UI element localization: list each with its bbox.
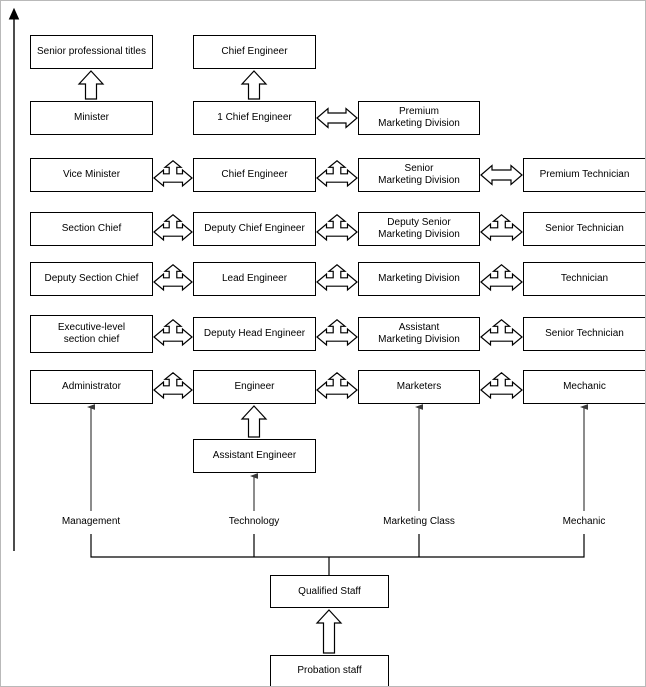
triple-branch-arrow-icon: [316, 372, 358, 400]
node-chief-engineer[interactable]: Chief Engineer: [193, 158, 316, 192]
node-assistant-engineer[interactable]: Assistant Engineer: [193, 439, 316, 473]
triple-branch-arrow-icon: [480, 214, 523, 242]
node-premium-marketing-division[interactable]: Premium Marketing Division: [358, 101, 480, 135]
node-senior-marketing-division[interactable]: Senior Marketing Division: [358, 158, 480, 192]
double-headed-arrow-icon: [316, 107, 358, 129]
triple-branch-arrow-icon: [153, 319, 193, 347]
block-arrow-up-icon: [240, 70, 268, 100]
node-minister[interactable]: Minister: [30, 101, 153, 135]
node-marketers[interactable]: Marketers: [358, 370, 480, 404]
triple-branch-arrow-icon: [153, 264, 193, 292]
triple-branch-arrow-icon: [480, 319, 523, 347]
node-section-chief[interactable]: Section Chief: [30, 212, 153, 246]
node-executive-level-section-chief[interactable]: Executive-level section chief: [30, 315, 153, 353]
node-chief-engineer-top[interactable]: Chief Engineer: [193, 35, 316, 69]
column-bracket: [90, 534, 585, 558]
node-qualified-staff[interactable]: Qualified Staff: [270, 575, 389, 608]
triple-branch-arrow-icon: [316, 214, 358, 242]
node-administrator[interactable]: Administrator: [30, 370, 153, 404]
node-probation-staff[interactable]: Probation staff: [270, 655, 389, 686]
node-deputy-chief-engineer[interactable]: Deputy Chief Engineer: [193, 212, 316, 246]
node-assistant-marketing-division[interactable]: Assistant Marketing Division: [358, 317, 480, 351]
node-lead-engineer[interactable]: Lead Engineer: [193, 262, 316, 296]
node-vice-minister[interactable]: Vice Minister: [30, 158, 153, 192]
rank-axis-arrowhead-icon: [8, 7, 20, 20]
node-senior-technician-2[interactable]: Senior Technician: [523, 317, 645, 351]
column-label-mechanic: Mechanic: [562, 516, 606, 527]
node-engineer[interactable]: Engineer: [193, 370, 316, 404]
triple-branch-arrow-icon: [480, 264, 523, 292]
node-senior-professional-titles[interactable]: Senior professional titles: [30, 35, 153, 69]
node-first-chief-engineer[interactable]: 1 Chief Engineer: [193, 101, 316, 135]
node-premium-technician[interactable]: Premium Technician: [523, 158, 645, 192]
node-deputy-head-engineer[interactable]: Deputy Head Engineer: [193, 317, 316, 351]
node-technician[interactable]: Technician: [523, 262, 645, 296]
node-senior-technician-1[interactable]: Senior Technician: [523, 212, 645, 246]
block-arrow-up-icon: [240, 405, 268, 438]
triple-branch-arrow-icon: [153, 160, 193, 188]
node-deputy-section-chief[interactable]: Deputy Section Chief: [30, 262, 153, 296]
triple-branch-arrow-icon: [153, 214, 193, 242]
node-deputy-senior-marketing-division[interactable]: Deputy Senior Marketing Division: [358, 212, 480, 246]
column-label-management: Management: [61, 516, 121, 527]
column-label-technology: Technology: [228, 516, 280, 527]
triple-branch-arrow-icon: [316, 160, 358, 188]
node-marketing-division[interactable]: Marketing Division: [358, 262, 480, 296]
node-mechanic[interactable]: Mechanic: [523, 370, 645, 404]
column-label-marketing: Marketing Class: [383, 516, 455, 527]
double-headed-arrow-icon: [480, 164, 523, 186]
triple-branch-arrow-icon: [153, 372, 193, 400]
triple-branch-arrow-icon: [316, 264, 358, 292]
block-arrow-up-icon: [315, 609, 343, 654]
triple-branch-arrow-icon: [316, 319, 358, 347]
triple-branch-arrow-icon: [480, 372, 523, 400]
block-arrow-up-icon: [77, 70, 105, 100]
